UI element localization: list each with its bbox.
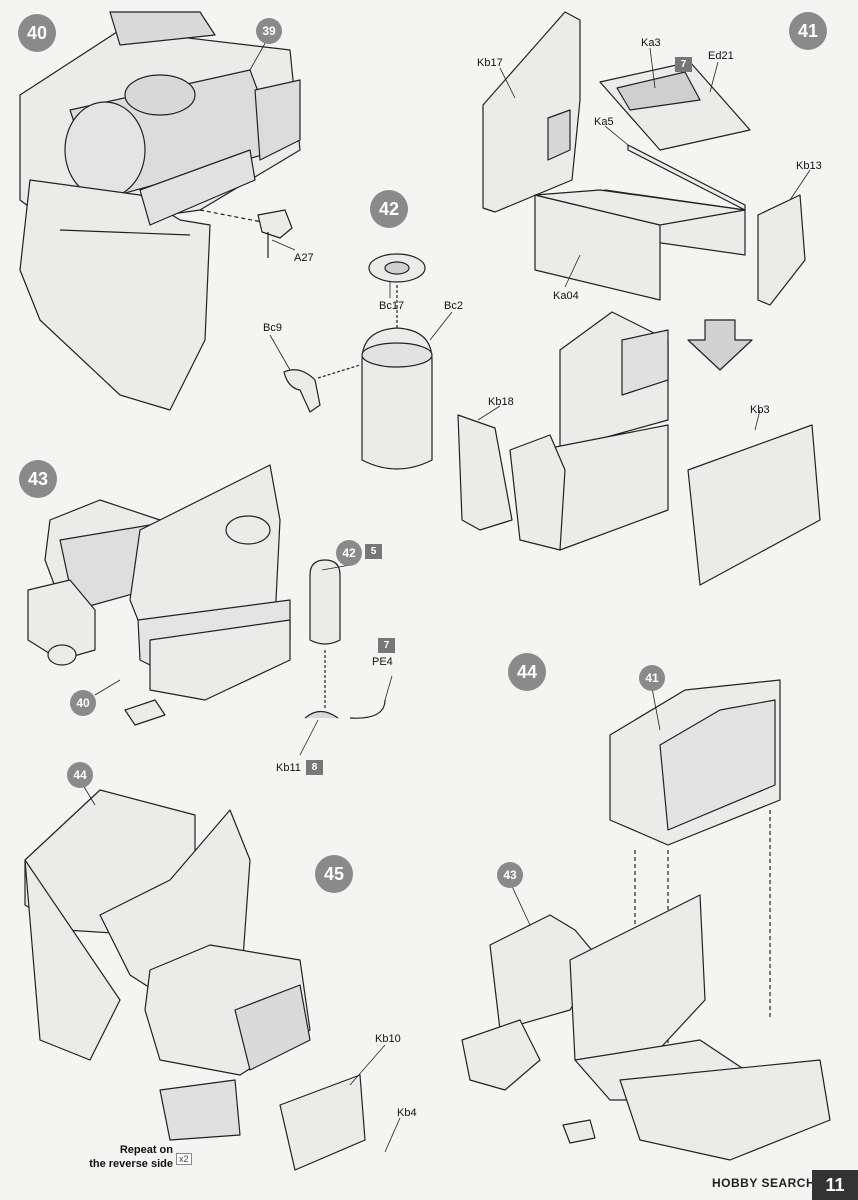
part-label-bc9: Bc9 — [263, 322, 282, 334]
step-43-badge: 43 — [19, 460, 57, 498]
part-label-ka5: Ka5 — [594, 116, 614, 128]
ref-badge-39: 39 — [256, 18, 282, 44]
part-label-ka04: Ka04 — [553, 290, 579, 302]
part-label-kb10: Kb10 — [375, 1033, 401, 1045]
part-label-kb17: Kb17 — [477, 57, 503, 69]
repeat-note: Repeat on the reverse side — [85, 1143, 173, 1171]
color-chip-7b: 7 — [378, 638, 395, 653]
step42-tank-drawing — [283, 253, 433, 470]
cabin-box-drawing — [457, 311, 821, 586]
step40-chassis-drawing — [19, 11, 301, 411]
step-44-badge: 44 — [508, 653, 546, 691]
part-label-kb4: Kb4 — [397, 1107, 417, 1119]
part-label-kb11: Kb11 — [276, 762, 301, 774]
part-label-kb3: Kb3 — [750, 404, 770, 416]
part-label-ed21: Ed21 — [708, 50, 734, 62]
part-label-kb18: Kb18 — [488, 396, 514, 408]
ref-badge-44: 44 — [67, 762, 93, 788]
color-chip-7a: 7 — [675, 57, 692, 72]
step44-assembly-drawing — [461, 679, 831, 1161]
step43-truck-drawing — [27, 464, 386, 726]
part-label-bc17: Bc17 — [379, 300, 405, 312]
times-two-mark: x2 — [176, 1153, 192, 1165]
watermark-text: HOBBY SEARCH — [712, 1176, 816, 1190]
color-chip-8: 8 — [306, 760, 323, 775]
page-number: 11 — [812, 1170, 858, 1200]
part-label-ka3: Ka3 — [641, 37, 661, 49]
part-label-a27: A27 — [294, 252, 314, 264]
ref-badge-40: 40 — [70, 690, 96, 716]
step-42-badge: 42 — [370, 190, 408, 228]
ref-badge-43: 43 — [497, 862, 523, 888]
down-arrow — [687, 319, 753, 371]
part-label-pe4: PE4 — [372, 656, 393, 668]
step-40-badge: 40 — [18, 14, 56, 52]
part-label-bc2: Bc2 — [444, 300, 463, 312]
repeat-note-line1: Repeat on — [119, 1144, 173, 1156]
step45-cabin-drawing — [24, 789, 366, 1171]
ref-badge-42: 42 — [336, 540, 362, 566]
leader-lines — [79, 37, 811, 1153]
step-41-badge: 41 — [789, 12, 827, 50]
repeat-note-line2: the reverse side — [89, 1158, 173, 1170]
part-label-kb13: Kb13 — [796, 160, 822, 172]
color-chip-5: 5 — [365, 544, 382, 559]
step-45-badge: 45 — [315, 855, 353, 893]
ref-badge-41: 41 — [639, 665, 665, 691]
step41-cabin-parts — [482, 11, 806, 306]
